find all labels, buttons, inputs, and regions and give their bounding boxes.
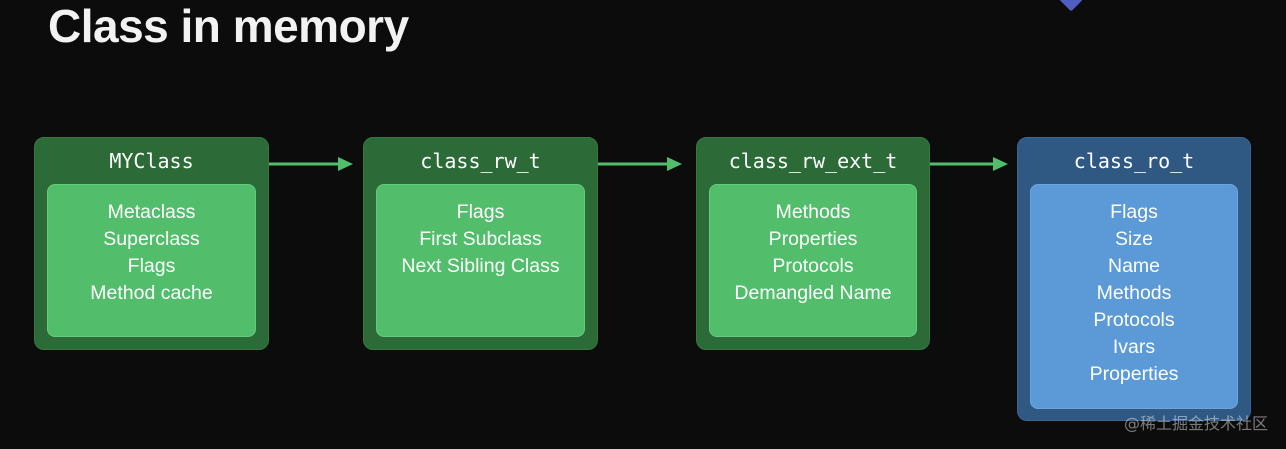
class-rw-t-fields-panel: Flags First Subclass Next Sibling Class <box>376 184 585 337</box>
watermark-text: @稀土掘金技术社区 <box>1123 414 1268 433</box>
myclass-field-metaclass: Metaclass <box>107 201 196 223</box>
class-ro-t-field-protocols: Protocols <box>1093 309 1175 331</box>
class-rw-ext-t-field-protocols: Protocols <box>772 255 854 277</box>
myclass-fields-panel: Metaclass Superclass Flags Method cache <box>47 184 256 337</box>
myclass-box-title: MYClass <box>109 149 194 173</box>
class-ro-t-field-flags: Flags <box>1110 201 1158 223</box>
class-rw-ext-t-fields-panel: Methods Properties Protocols Demangled N… <box>709 184 917 337</box>
class-rw-ext-t-box: class_rw_ext_t Methods Properties Protoc… <box>696 137 930 350</box>
class-rw-ext-t-box-title: class_rw_ext_t <box>728 149 898 173</box>
arrow-class-rw-t-to-class-rw-ext-t <box>598 157 682 171</box>
class-rw-t-field-flags: Flags <box>456 201 505 223</box>
class-ro-t-fields-panel: Flags Size Name Methods Protocols Ivars … <box>1030 184 1238 409</box>
class-rw-ext-t-field-properties: Properties <box>768 228 858 250</box>
corner-marker-shape <box>1055 0 1083 12</box>
class-rw-ext-t-field-demangled-name: Demangled Name <box>734 282 892 304</box>
class-ro-t-field-ivars: Ivars <box>1112 336 1156 358</box>
arrow-class-rw-ext-t-to-class-ro-t <box>930 157 1008 171</box>
myclass-field-superclass: Superclass <box>103 228 200 250</box>
myclass-box: MYClass Metaclass Superclass Flags Metho… <box>34 137 269 350</box>
class-ro-t-field-methods: Methods <box>1096 282 1172 304</box>
class-rw-t-box: class_rw_t Flags First Subclass Next Sib… <box>363 137 598 350</box>
class-rw-ext-t-field-methods: Methods <box>775 201 851 223</box>
class-ro-t-field-size: Size <box>1115 228 1153 250</box>
class-ro-t-box-title: class_ro_t <box>1073 149 1195 173</box>
class-rw-t-field-first-subclass: First Subclass <box>419 228 542 250</box>
class-rw-t-box-title: class_rw_t <box>420 149 541 173</box>
page-title: Class in memory <box>48 0 409 52</box>
class-ro-t-box: class_ro_t Flags Size Name Methods Proto… <box>1017 137 1251 421</box>
myclass-field-flags: Flags <box>127 255 176 277</box>
class-rw-t-field-next-sibling-class: Next Sibling Class <box>401 255 560 277</box>
arrow-myclass-to-class-rw-t <box>269 157 353 171</box>
myclass-field-method-cache: Method cache <box>90 282 213 304</box>
class-ro-t-field-name: Name <box>1107 255 1161 277</box>
class-ro-t-field-properties: Properties <box>1089 363 1179 385</box>
